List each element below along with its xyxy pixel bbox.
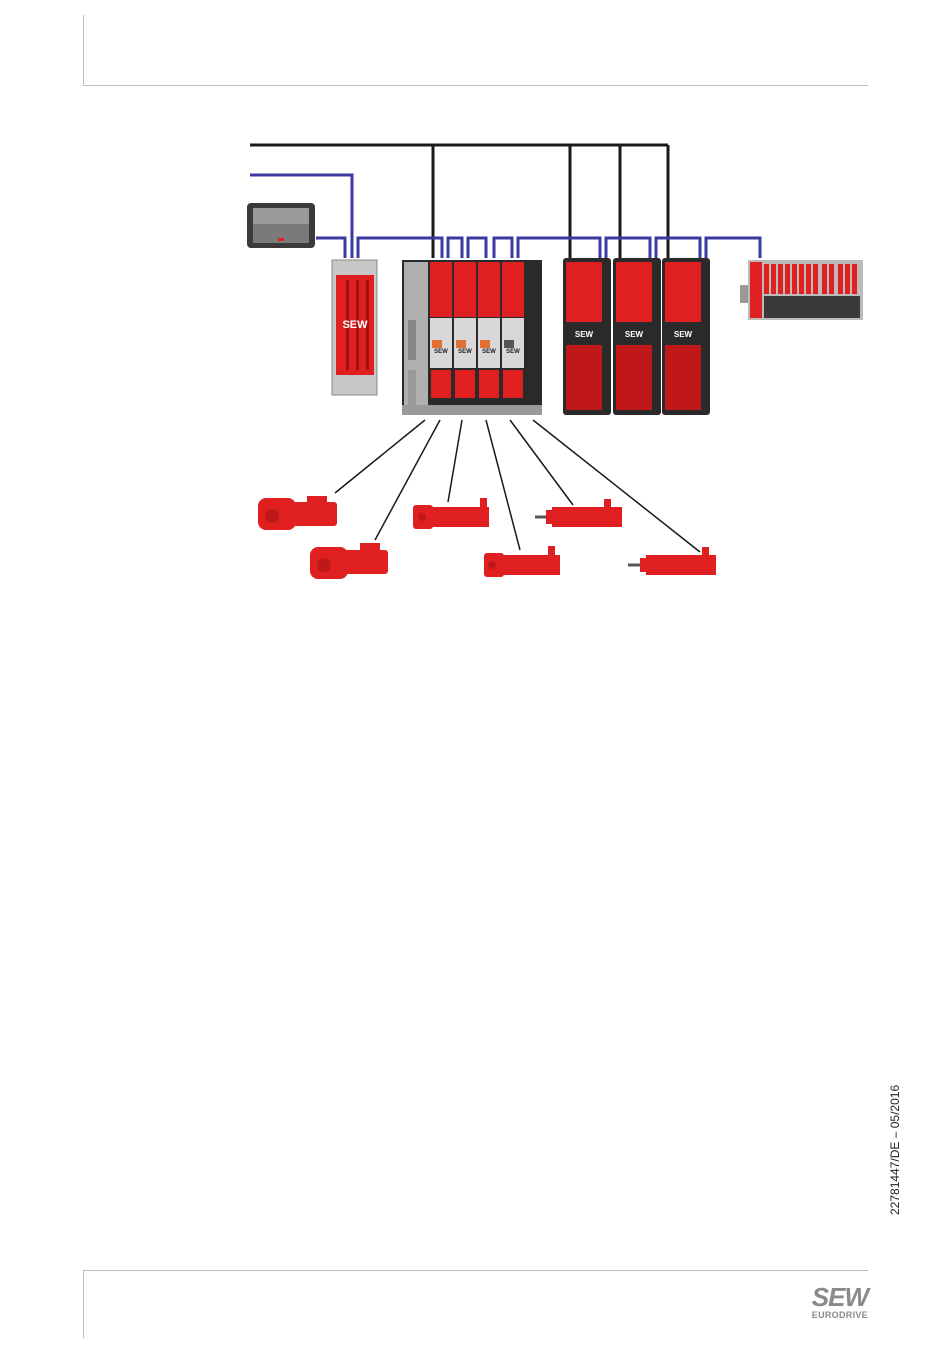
logo-sub-text: EURODRIVE xyxy=(796,1310,868,1320)
inverter-1: SEW xyxy=(563,258,611,415)
axis-module-1: SEW xyxy=(430,262,452,398)
servo-motor-3 xyxy=(535,499,622,527)
footer-left-rule xyxy=(83,1270,84,1338)
controller-label: SEW xyxy=(342,319,368,331)
motor-cables xyxy=(335,420,700,552)
hmi-panel xyxy=(247,203,315,248)
fieldbus-lines xyxy=(250,175,760,258)
modular-axis-system: SEW SEW SEW SEW xyxy=(402,260,542,415)
sew-eurodrive-logo: SEW EURODRIVE xyxy=(796,1284,868,1324)
footer-rule xyxy=(83,1270,868,1271)
inverter-1-label: SEW xyxy=(575,330,594,339)
logo-main-text: SEW xyxy=(796,1284,868,1310)
servo-motor-4 xyxy=(628,547,716,575)
inverter-3: SEW xyxy=(662,258,710,415)
axis-module-2-label: SEW xyxy=(458,349,472,355)
axis-module-4-label: SEW xyxy=(506,349,520,355)
axis-module-4: SEW xyxy=(502,262,524,398)
inverter-3-label: SEW xyxy=(674,330,693,339)
system-topology-diagram: SEW SEW SEW SEW xyxy=(0,0,950,620)
geared-motor-2 xyxy=(310,543,388,579)
axis-module-3: SEW xyxy=(478,262,500,398)
remote-io-module xyxy=(740,260,863,320)
controller-device: SEW xyxy=(332,260,377,395)
axis-module-2: SEW xyxy=(454,262,476,398)
inverter-2-label: SEW xyxy=(625,330,644,339)
inverter-2: SEW xyxy=(613,258,661,415)
servo-motor-1 xyxy=(413,498,489,529)
document-id: 22781447/DE – 05/2016 xyxy=(888,1085,902,1215)
axis-module-1-label: SEW xyxy=(434,349,448,355)
axis-module-3-label: SEW xyxy=(482,349,496,355)
servo-motor-2 xyxy=(484,546,560,577)
geared-motor-1 xyxy=(258,496,337,530)
